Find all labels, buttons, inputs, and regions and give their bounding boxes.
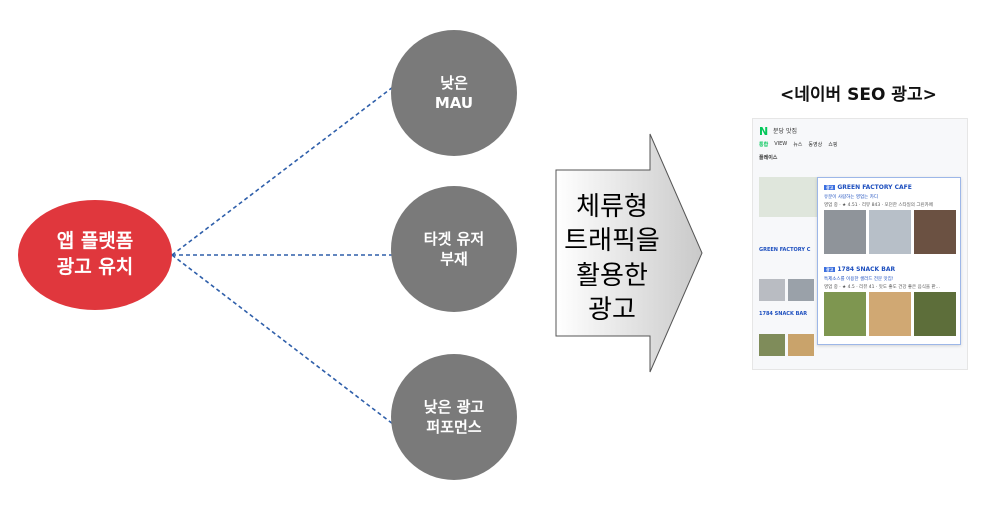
behind-listing-2: 1784 SNACK BAR: [759, 311, 808, 317]
card2-photos: [824, 292, 956, 336]
map-thumbnail: [759, 177, 821, 217]
sub-node-1-line1: 낮은: [440, 73, 468, 92]
behind-photos-2: [759, 334, 814, 356]
photo: [914, 210, 956, 254]
connector-line-performance: [171, 254, 394, 425]
card2-name: 1784 SNACK BAR: [837, 266, 896, 273]
block-arrow-shape: [555, 133, 703, 373]
tab-all: 통합: [759, 142, 769, 148]
main-node-app-platform: 앱 플랫폼 광고 유치: [18, 200, 172, 310]
naver-seo-caption: <네이버 SEO 광고>: [780, 85, 937, 105]
tab-video: 동영상: [808, 142, 823, 148]
sub-node-low-mau: 낮은 MAU: [391, 30, 517, 156]
tab-news: 뉴스: [793, 142, 803, 148]
photo: [869, 292, 911, 336]
photo: [824, 292, 866, 336]
photo: [788, 334, 814, 356]
main-node-line1: 앱 플랫폼: [56, 230, 134, 253]
card1-desc: 유분이 사람하는 영업는 카디: [824, 195, 878, 200]
photo: [869, 210, 911, 254]
photo: [759, 279, 785, 301]
sub-node-low-ad-performance: 낮은 광고 퍼포먼스: [391, 354, 517, 480]
sub-node-no-target-users: 타겟 유저 부재: [391, 186, 517, 312]
photo: [759, 334, 785, 356]
ad-badge: 광고: [824, 185, 836, 190]
ad-badge: 광고: [824, 267, 836, 272]
tab-view: VIEW: [774, 141, 788, 147]
search-query: 분당 맛집: [773, 128, 797, 135]
naver-logo-icon: N: [759, 125, 769, 138]
sub-node-3-line1: 낮은 광고: [423, 397, 485, 416]
sub-node-1-line2: MAU: [434, 94, 474, 112]
place-section-title: 플레이스: [759, 155, 778, 161]
arrow-label-line3: 활용한: [576, 260, 648, 291]
main-node-line2: 광고 유치: [56, 256, 134, 278]
sub-node-2-line2: 부재: [440, 250, 468, 268]
behind-photos-1: [759, 279, 814, 301]
naver-search-screenshot: N 분당 맛집 통합 VIEW 뉴스 동영상 쇼핑 플레이스 GREEN FAC…: [752, 118, 968, 370]
behind-listing-1: GREEN FACTORY C: [759, 247, 811, 253]
card1-meta: 영업 중 · ★ 4.51 · 리뷰 843 · 모던한 스타일의 그린카페: [824, 203, 933, 208]
tab-shopping: 쇼핑: [828, 142, 838, 148]
arrow-label-line4: 광고: [588, 294, 636, 325]
sub-node-2-line1: 타겟 유저: [423, 229, 485, 248]
block-arrow: [555, 133, 703, 373]
arrow-label-line1: 체류형: [576, 192, 648, 222]
arrow-label-line2: 트래픽을: [564, 226, 660, 257]
card1-photos: [824, 210, 956, 254]
arrow-label: 체류형 트래픽을 활용한 광고: [562, 190, 662, 327]
card2-meta: 영업 중 · ★ 4.5 · 리뷰 41 · 맛도 좋도 건강 좋은 음식을 판…: [824, 285, 940, 290]
sub-node-3-line2: 퍼포먼스: [426, 418, 482, 436]
search-bar: N 분당 맛집: [759, 125, 863, 138]
card2-desc: 특제소스를 이용한 샐러드 전문 맛집!: [824, 277, 894, 282]
photo: [788, 279, 814, 301]
connector-line-mau: [171, 86, 394, 256]
photo: [824, 210, 866, 254]
photo: [914, 292, 956, 336]
search-tabs: 통합 VIEW 뉴스 동영상 쇼핑: [759, 141, 837, 148]
card1-name: GREEN FACTORY CAFE: [837, 184, 912, 191]
